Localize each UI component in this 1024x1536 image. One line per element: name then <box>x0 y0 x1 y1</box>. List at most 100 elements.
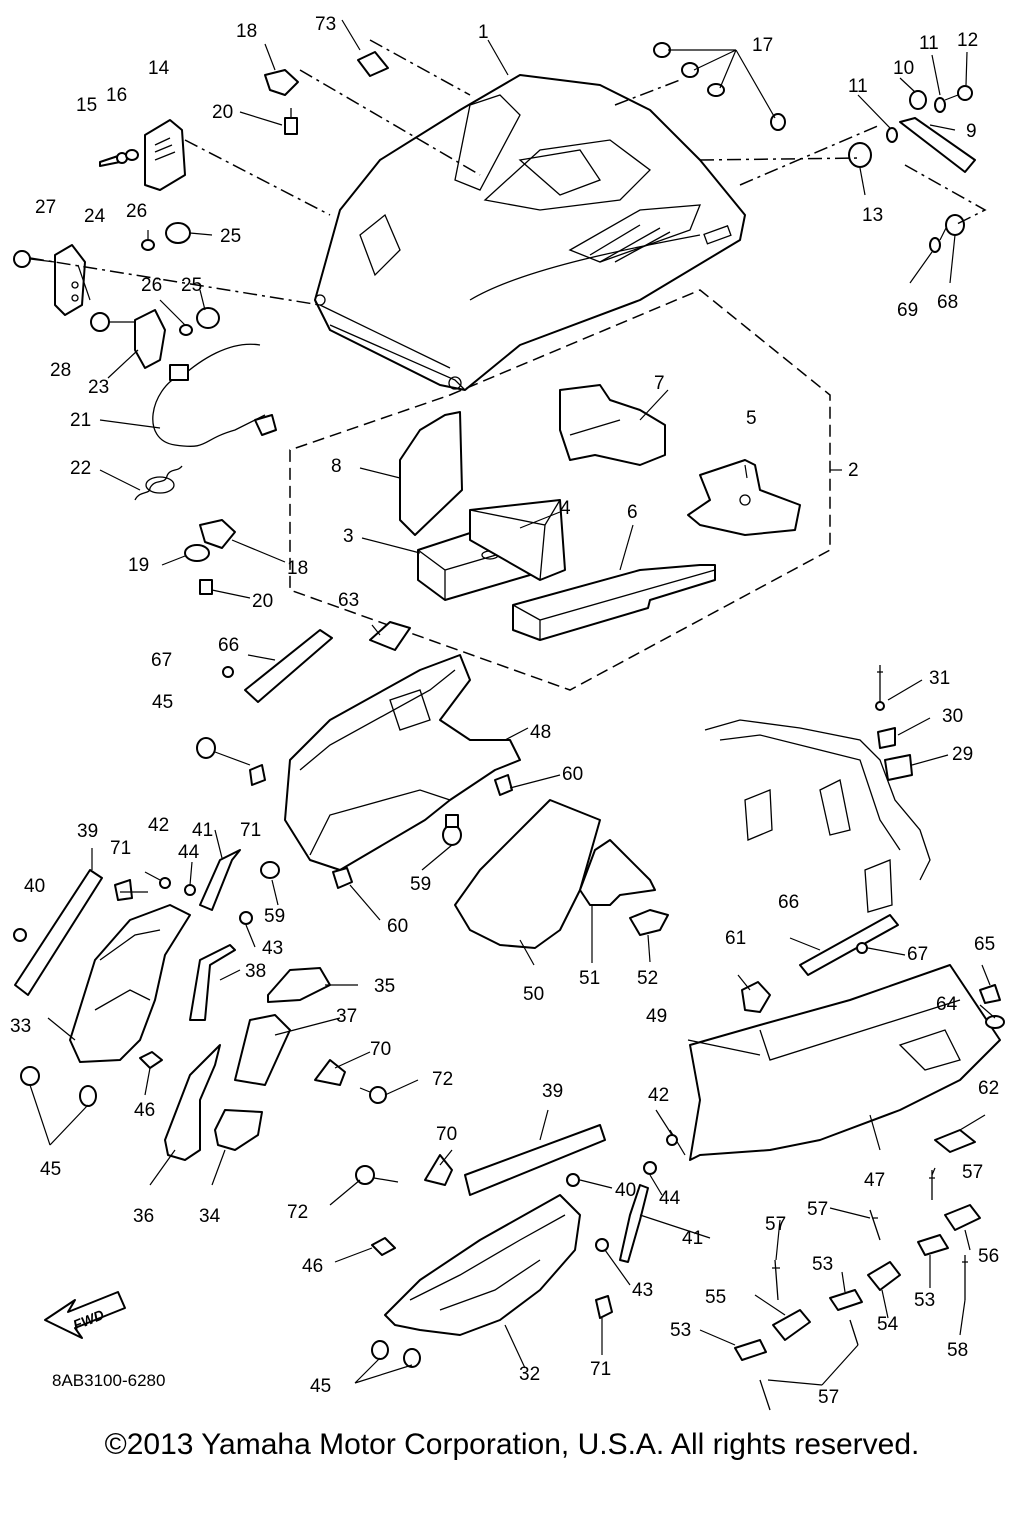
callout-57a: 57 <box>962 1162 983 1183</box>
plate-70a <box>314 1059 346 1086</box>
callout-64: 64 <box>936 994 958 1015</box>
clip-63 <box>369 621 411 651</box>
screw-68 <box>939 214 965 241</box>
callout-13: 13 <box>862 205 883 226</box>
callout-72a: 72 <box>432 1069 453 1090</box>
callout-68: 68 <box>937 292 958 313</box>
damper-17b <box>681 62 699 78</box>
bolt-45d <box>371 1340 389 1360</box>
callout-36: 36 <box>133 1206 154 1227</box>
rail-39b <box>464 1124 606 1196</box>
air-box-48 <box>284 654 521 871</box>
cable-21 <box>152 343 277 447</box>
callout-53b: 53 <box>914 1290 935 1311</box>
callout-24: 24 <box>84 206 106 227</box>
washer-26a <box>141 239 155 251</box>
panel-50 <box>454 799 601 949</box>
callout-35: 35 <box>374 976 395 997</box>
nut-43b <box>595 1238 609 1252</box>
callout-43b: 43 <box>632 1280 653 1301</box>
rail-66a <box>244 629 333 703</box>
pad-7 <box>559 384 666 466</box>
callout-4: 4 <box>560 498 571 519</box>
bolt-72b <box>355 1165 399 1185</box>
panel-51 <box>579 839 656 906</box>
clip-30 <box>877 727 896 749</box>
callout-27: 27 <box>35 197 56 218</box>
callout-59b: 59 <box>410 874 431 895</box>
callout-18a: 18 <box>236 21 257 42</box>
bracket-24 <box>54 244 86 316</box>
nut-44a <box>184 884 196 896</box>
callout-17: 17 <box>752 35 773 56</box>
callout-29: 29 <box>952 744 973 765</box>
bolt-12 <box>944 85 973 101</box>
callout-60b: 60 <box>387 916 408 937</box>
rivet-58 <box>962 1255 968 1300</box>
nut-64 <box>985 1015 1005 1029</box>
callout-65: 65 <box>974 934 995 955</box>
callout-19: 19 <box>128 555 149 576</box>
callout-33: 33 <box>10 1016 31 1037</box>
nut-43a <box>239 911 253 925</box>
bolt-45b <box>20 1066 40 1086</box>
callout-18b: 18 <box>287 558 308 579</box>
callout-46b: 46 <box>302 1256 323 1277</box>
clip-40b <box>566 1173 580 1187</box>
damper-17c <box>707 83 725 97</box>
damper-55 <box>772 1309 811 1341</box>
clamp-18a <box>264 69 299 96</box>
callout-71a: 71 <box>240 820 261 841</box>
callout-40a: 40 <box>24 876 45 897</box>
screw-31 <box>875 665 885 711</box>
rail-66b <box>799 914 899 976</box>
diagram-code: 8AB3100-6280 <box>52 1371 165 1390</box>
callout-70b: 70 <box>436 1124 457 1145</box>
callout-22: 22 <box>70 458 91 479</box>
callout-labels: 1 2 3 4 5 6 7 8 9 10 11 11 12 13 14 15 1… <box>10 14 999 1408</box>
screw-67b <box>856 942 868 954</box>
washer-16 <box>125 149 139 161</box>
callout-28: 28 <box>50 360 71 381</box>
callout-61: 61 <box>725 928 746 949</box>
grommet-25b <box>196 307 220 329</box>
clip-40a <box>13 928 27 942</box>
callout-45c: 45 <box>310 1376 331 1397</box>
stay-41a <box>199 849 241 911</box>
callout-44a: 44 <box>178 842 200 863</box>
kit-group-outline <box>289 289 831 691</box>
callout-3: 3 <box>343 526 354 547</box>
callout-12: 12 <box>957 30 978 51</box>
callout-15: 15 <box>76 95 97 116</box>
bolt-45e <box>403 1348 421 1368</box>
nut-60a <box>494 774 513 796</box>
collar-10 <box>909 90 927 110</box>
callout-57c: 57 <box>765 1214 786 1235</box>
callout-45a: 45 <box>152 692 173 713</box>
damper-54 <box>867 1261 901 1291</box>
bracket-62 <box>934 1129 976 1153</box>
callout-2: 2 <box>848 460 859 481</box>
nut-13 <box>848 142 872 168</box>
callout-10: 10 <box>893 58 914 79</box>
callout-20a: 20 <box>212 102 233 123</box>
clip-46a <box>139 1051 163 1069</box>
bracket-23 <box>134 309 166 369</box>
screw-67a <box>222 666 234 678</box>
callout-49: 49 <box>646 1006 667 1027</box>
label-73 <box>357 51 389 77</box>
bolt-20b <box>199 579 213 595</box>
bolt-72a <box>359 1086 387 1104</box>
callout-53c: 53 <box>670 1320 691 1341</box>
side-frame-32 <box>384 1194 581 1336</box>
grommet-25a <box>165 222 191 244</box>
callout-11a: 11 <box>919 33 939 54</box>
callout-52: 52 <box>637 968 658 989</box>
washer-26b <box>179 324 193 336</box>
callout-38: 38 <box>245 961 266 982</box>
callout-42a: 42 <box>148 815 169 836</box>
panel-36 <box>164 1044 221 1161</box>
nut-60b <box>332 867 353 889</box>
callout-71c: 71 <box>590 1359 611 1380</box>
